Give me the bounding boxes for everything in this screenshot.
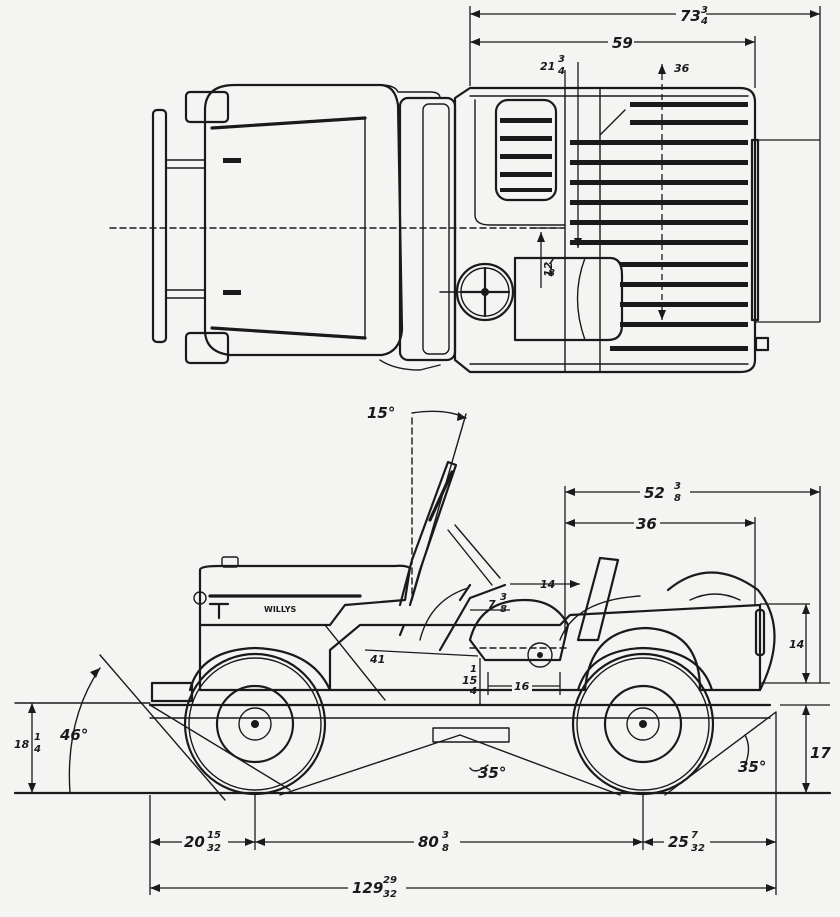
steering-column-side (438, 583, 507, 652)
dim-rear-label: 36 (674, 62, 690, 75)
svg-text:4: 4 (700, 16, 708, 27)
driver-seat-top (513, 256, 624, 342)
body-outline-top (453, 86, 757, 374)
dim-seat-offset-whole: 21 (540, 60, 555, 73)
dim-wheelbase-whole: 80 (418, 833, 439, 851)
svg-text:32: 32 (691, 843, 705, 854)
svg-text:8: 8 (548, 268, 555, 279)
dim-seat-depth: 14 (510, 578, 580, 591)
svg-text:3: 3 (674, 481, 681, 492)
svg-text:3: 3 (442, 830, 449, 841)
angle-windshield: 15° (367, 404, 395, 422)
dim-seat-base: 16 (487, 672, 561, 695)
cargo-floor-slats (570, 102, 748, 351)
svg-text:3: 3 (558, 54, 565, 65)
dim-seat-depth-label: 14 (540, 578, 555, 591)
driver-seat-side (468, 598, 570, 662)
svg-text:32: 32 (207, 843, 221, 854)
dim-tailgate-height: 14 (760, 603, 830, 684)
dim-seat-height: 7 3 8 (470, 592, 510, 615)
dim-pedal: 41 (364, 649, 479, 666)
dim-steering-offset: 12 7 8 (530, 227, 560, 288)
svg-text:4: 4 (33, 744, 41, 755)
svg-text:15: 15 (207, 830, 221, 841)
dim-body-width: 59 (470, 34, 756, 88)
grille-badge: WILLYS (264, 605, 297, 614)
dim-rear-body-length-whole: 52 (644, 484, 665, 502)
side-view: 15° WILLYS (13, 404, 831, 900)
dim-floor-height-whole: 15 (462, 674, 478, 687)
dim-rear-clearance: 17 (780, 704, 831, 793)
dim-rear-overhang-whole: 25 (668, 833, 689, 851)
top-view: 73 3 4 59 21 3 4 36 (109, 5, 821, 374)
hood-side (198, 564, 412, 627)
dim-rear-body-length: 52 3 8 (564, 481, 821, 683)
rear-seat-side (576, 556, 620, 642)
dim-cargo-length-label: 36 (636, 515, 657, 533)
angle-departure: 35° (738, 758, 766, 776)
svg-text:32: 32 (383, 889, 397, 900)
svg-text:1: 1 (34, 732, 41, 743)
svg-text:3: 3 (500, 592, 507, 603)
dim-overall-width-whole: 73 (680, 7, 701, 25)
svg-text:7: 7 (548, 256, 555, 267)
dim-pedal-label: 41 (369, 653, 385, 666)
dim-floor-height: 15 1 4 (462, 658, 481, 705)
svg-text:4: 4 (469, 686, 477, 697)
dim-tailgate-height-label: 14 (789, 638, 804, 651)
rear-wheel-side (571, 652, 715, 796)
passenger-seat-top (494, 98, 558, 202)
dim-rear-clearance-label: 17 (810, 744, 831, 762)
spare-tire (666, 571, 776, 692)
svg-text:1: 1 (470, 664, 477, 675)
front-tire-top-right (184, 331, 230, 365)
front-wheel-side (183, 652, 327, 796)
front-tire-top-left (184, 90, 230, 124)
svg-text:8: 8 (442, 843, 449, 854)
breakover-angle: 35° (279, 734, 621, 796)
dim-seat-height-whole: 7 (488, 598, 496, 611)
svg-text:7: 7 (691, 830, 698, 841)
dim-rear: 36 (658, 62, 690, 320)
body-tub-side (198, 603, 762, 692)
dim-front-overhang: 20 15 32 (150, 830, 255, 854)
svg-text:8: 8 (500, 604, 507, 615)
svg-text:3: 3 (701, 5, 708, 16)
svg-text:29: 29 (383, 875, 397, 886)
dim-overall-length-whole: 129 (352, 879, 383, 897)
dim-rear-overhang: 25 7 32 (643, 830, 776, 854)
dim-seat-offset: 21 3 4 (540, 54, 582, 248)
dim-overall-length: 129 29 32 (150, 874, 776, 900)
dim-steering-offset-whole: 12 (542, 261, 555, 277)
dim-front-height: 18 1 4 (14, 703, 41, 793)
dim-body-width-label: 59 (612, 34, 633, 52)
hood-outline (203, 83, 404, 357)
dim-front-overhang-whole: 20 (184, 833, 205, 851)
svg-text:8: 8 (674, 493, 681, 504)
dim-cargo-length: 36 (565, 514, 756, 605)
departure-angle: 35° (664, 711, 777, 796)
dim-wheelbase: 80 3 8 (255, 830, 643, 854)
dim-seat-base-label: 16 (514, 680, 530, 693)
svg-text:4: 4 (557, 66, 565, 77)
windshield-frame-top (398, 96, 457, 362)
approach-angle: 46° (59, 654, 291, 801)
angle-approach: 46° (59, 726, 88, 744)
dim-overall-width: 73 3 4 (469, 5, 821, 322)
angle-breakover: 35° (478, 764, 506, 782)
front-bumper (151, 108, 168, 344)
dim-front-height-whole: 18 (14, 738, 30, 751)
